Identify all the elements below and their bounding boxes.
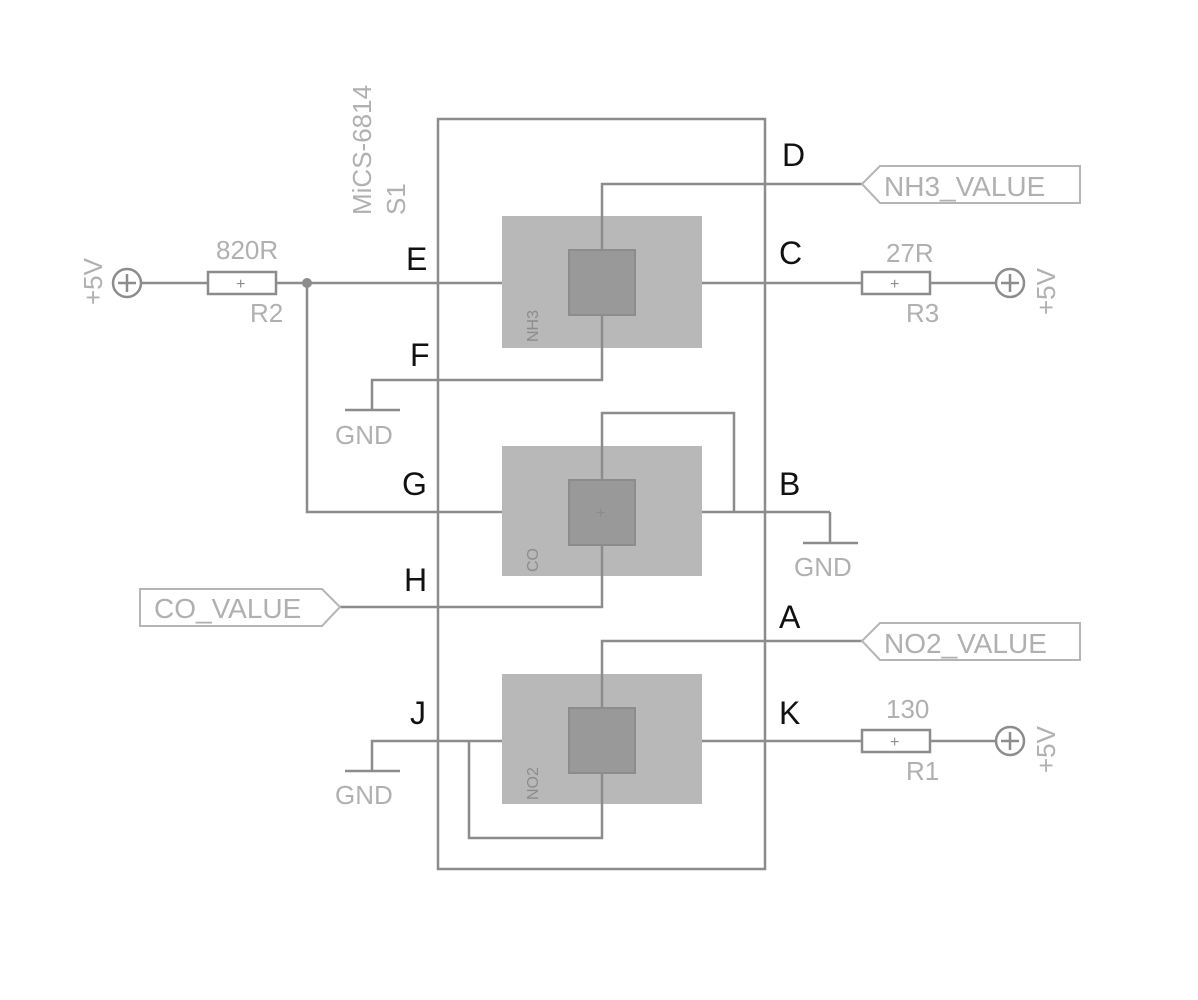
power-right-top: +5V [994, 267, 1061, 315]
pin-f: F [410, 337, 430, 373]
wire-nh3-bottom-f [370, 315, 604, 410]
pin-b: B [779, 466, 800, 502]
power-right-top-label: +5V [1031, 267, 1061, 315]
r1-plus-mark: + [890, 734, 899, 751]
net-no2-label: NO2_VALUE [884, 628, 1047, 659]
wire-no2-top-a [600, 639, 862, 708]
r2-plus-mark: + [236, 276, 245, 293]
ground-f-label: GND [335, 420, 393, 450]
nh3-element [568, 249, 636, 316]
wire-co-top-loop [600, 411, 736, 512]
r3-value: 27R [886, 238, 934, 268]
mics-6814-outline [436, 117, 767, 871]
co-sensor-label: CO [525, 548, 542, 572]
ground-b: GND [794, 541, 858, 582]
no2-element [568, 707, 636, 774]
resistor-r3: + 27R R3 [860, 238, 939, 328]
wire-no2-bottom-loop [467, 741, 604, 840]
power-right-bottom: +5V [994, 725, 1061, 773]
net-flag-co: CO_VALUE [139, 588, 342, 627]
no2-sensor-label: NO2 [525, 767, 542, 800]
ground-b-label: GND [794, 552, 852, 582]
net-flag-no2: NO2_VALUE [860, 622, 1081, 661]
pin-j: J [410, 695, 426, 731]
net-co-label: CO_VALUE [154, 593, 301, 624]
net-nh3-label: NH3_VALUE [884, 171, 1045, 202]
wire-j-gnd [370, 739, 502, 771]
r3-ref: R3 [906, 298, 939, 328]
nh3-sensor-label: NH3 [525, 310, 542, 342]
r3-plus-mark: + [890, 276, 899, 293]
component-name: MiCS-6814 [347, 85, 377, 215]
r2-ref: R2 [250, 298, 283, 328]
resistor-r1: + 130 R1 [860, 694, 939, 786]
pin-a: A [779, 599, 801, 635]
wire-nh3-top-d [600, 182, 862, 250]
pin-d: D [782, 137, 805, 173]
wire-r2-node-g [305, 283, 502, 514]
ground-j: GND [335, 769, 400, 810]
r2-value: 820R [216, 235, 278, 265]
pin-k: K [779, 695, 800, 731]
pin-g: G [402, 466, 427, 502]
component-ref: S1 [381, 183, 411, 215]
ground-f: GND [335, 408, 400, 450]
resistor-r2: + 820R R2 [206, 235, 283, 328]
net-flag-nh3: NH3_VALUE [860, 165, 1081, 204]
r1-ref: R1 [906, 756, 939, 786]
co-plus-mark: + [596, 505, 605, 522]
power-left: +5V [78, 257, 143, 305]
junction-node [302, 278, 312, 288]
wire-co-bottom-h [340, 545, 604, 609]
pin-c: C [779, 235, 802, 271]
r1-value: 130 [886, 694, 929, 724]
power-right-bottom-label: +5V [1031, 725, 1061, 773]
ground-j-label: GND [335, 780, 393, 810]
pin-e: E [406, 241, 427, 277]
pin-h: H [404, 562, 427, 598]
power-left-label: +5V [78, 257, 108, 305]
